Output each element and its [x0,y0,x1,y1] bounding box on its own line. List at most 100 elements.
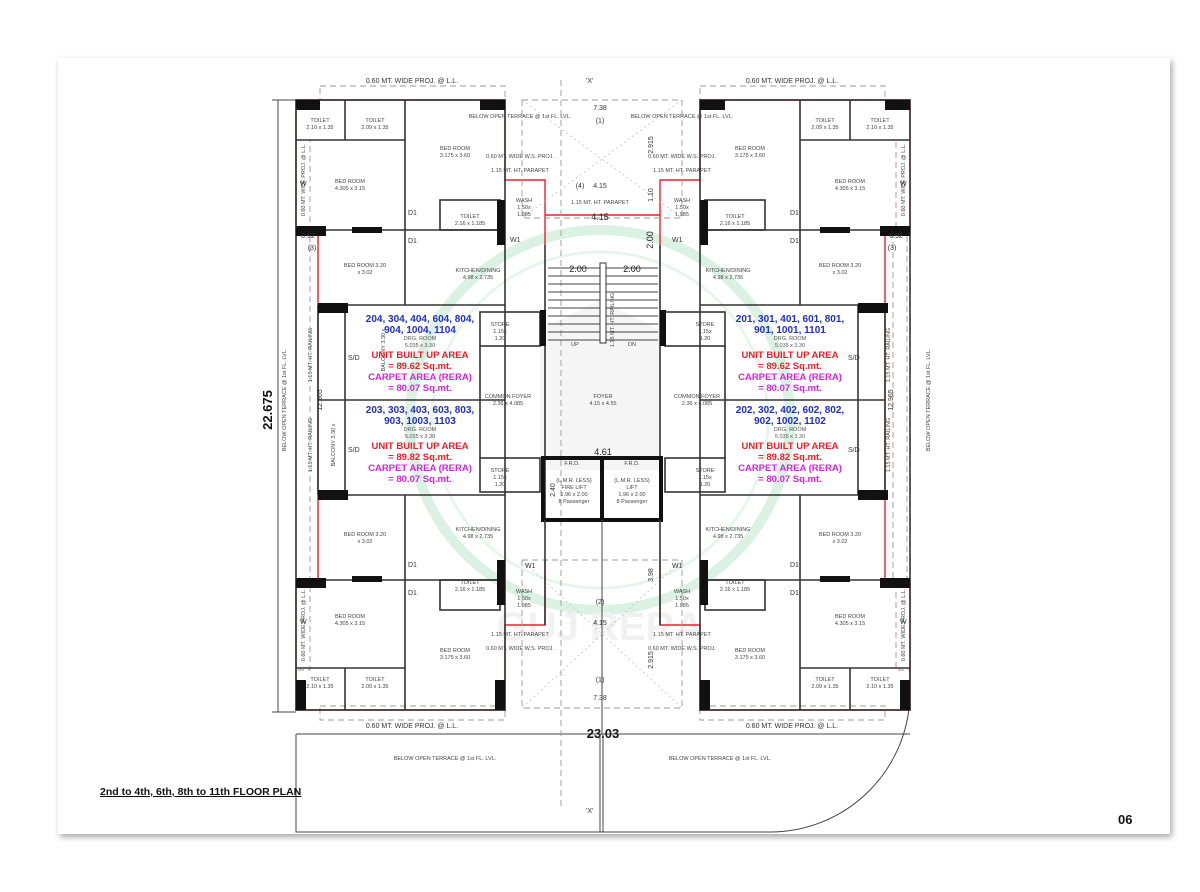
svg-text:1.50x: 1.50x [675,205,689,211]
carpet-label: CARPET AREA (RERA) [738,372,842,383]
room-size: 5.035 x 3.30 [774,343,806,349]
svg-text:1.20: 1.20 [700,482,711,488]
svg-text:WASH: WASH [674,198,690,204]
svg-text:1.985: 1.985 [675,603,689,609]
svg-text:DN: DN [628,342,636,348]
svg-text:W: W [900,619,907,626]
unit-numbers: 902, 1002, 1102 [754,416,826,427]
svg-text:BED ROOM 3.20: BED ROOM 3.20 [819,263,861,269]
svg-text:STORE: STORE [491,322,510,328]
svg-text:TOILET: TOILET [460,214,480,220]
svg-text:8 Passenger: 8 Passenger [617,499,648,505]
svg-text:0.60 MT. WIDE PROJ. @ L.L.: 0.60 MT. WIDE PROJ. @ L.L. [901,143,907,216]
svg-text:2.10 x 1.35: 2.10 x 1.35 [306,125,333,131]
svg-text:4.61: 4.61 [594,447,612,457]
overall-height-dim: 22.675 [260,390,275,430]
svg-text:1.15 MT. HT. RAILING: 1.15 MT. HT. RAILING [886,328,892,382]
svg-text:BED ROOM: BED ROOM [440,146,470,152]
svg-text:TOILET: TOILET [870,677,890,683]
svg-text:KITCHEN/DINING: KITCHEN/DINING [456,527,501,533]
svg-text:4.305 x 3.15: 4.305 x 3.15 [335,621,365,627]
right-wing-walls [699,99,911,711]
svg-text:2.36 x 4.085: 2.36 x 4.085 [493,401,523,407]
svg-text:W1: W1 [672,237,683,244]
svg-text:TOILET: TOILET [725,580,745,586]
svg-text:TOILET: TOILET [365,118,385,124]
svg-text:BELOW OPEN TERRACE @ 1st FL. L: BELOW OPEN TERRACE @ 1st FL. LVL. [926,348,932,451]
svg-text:(4): (4) [576,183,585,190]
svg-text:12.965: 12.965 [317,389,324,411]
svg-text:2.36 x 4.085: 2.36 x 4.085 [682,401,712,407]
svg-text:2.10 x 1.35: 2.10 x 1.35 [306,684,333,690]
svg-text:KITCHEN/DINING: KITCHEN/DINING [706,268,751,274]
builtup-label: UNIT BUILT UP AREA [371,441,469,452]
svg-text:BED ROOM 3.20: BED ROOM 3.20 [344,532,386,538]
room-name: DRG. ROOM [773,336,807,342]
svg-text:BED ROOM: BED ROOM [735,648,765,654]
svg-text:0.60 MT. WIDE PROJ. @ L.L.: 0.60 MT. WIDE PROJ. @ L.L. [366,78,458,85]
svg-text:TOILET: TOILET [870,118,890,124]
svg-text:2.10 x 1.35: 2.10 x 1.35 [866,684,893,690]
room-name: DRG. ROOM [403,336,437,342]
svg-text:4.98 x 2.735: 4.98 x 2.735 [713,534,743,540]
svg-text:3.175 x 3.60: 3.175 x 3.60 [735,153,765,159]
svg-text:0.60 MT. WIDE PROJ. @ L.L.: 0.60 MT. WIDE PROJ. @ L.L. [746,78,838,85]
svg-text:WASH: WASH [516,198,532,204]
columns [296,100,910,710]
svg-text:WASH: WASH [674,589,690,595]
svg-text:2.10 x 1.35: 2.10 x 1.35 [866,125,893,131]
svg-text:2.00: 2.00 [569,264,587,274]
room-name: DRG. ROOM [403,427,437,433]
svg-text:LIFT: LIFT [626,485,638,491]
svg-text:(3): (3) [308,245,317,252]
unit-block-bottom-right: 202, 302, 402, 602, 802, 902, 1002, 1102… [730,405,850,485]
carpet-label: CARPET AREA (RERA) [368,372,472,383]
svg-text:1.15 MT. HT. PARAPET: 1.15 MT. HT. PARAPET [491,632,549,638]
svg-text:FIRE LIFT: FIRE LIFT [561,485,587,491]
svg-text:2.16 x 1.185: 2.16 x 1.185 [720,221,750,227]
unit-block-bottom-left: 203, 303, 403, 603, 803, 903, 1003, 1103… [360,405,480,485]
svg-text:1.50x: 1.50x [517,205,531,211]
svg-text:8 Passenger: 8 Passenger [559,499,590,505]
svg-text:2.16 x 1.185: 2.16 x 1.185 [720,587,750,593]
room-size: 5.035 x 3.30 [774,434,806,440]
svg-text:2.09 x 1.35: 2.09 x 1.35 [811,684,838,690]
svg-text:(1): (1) [596,677,605,684]
svg-text:COMMON FOYER: COMMON FOYER [674,394,720,400]
svg-text:1.15x: 1.15x [698,329,712,335]
svg-text:1.15 MT. HT. PARAPET: 1.15 MT. HT. PARAPET [491,168,549,174]
page-number: 06 [1118,812,1133,827]
svg-text:BELOW OPEN TERRACE @ 1st FL. L: BELOW OPEN TERRACE @ 1st FL. LVL. [469,114,572,120]
svg-text:BED ROOM: BED ROOM [835,614,865,620]
svg-text:'X': 'X' [586,78,593,85]
svg-text:KITCHEN/DINING: KITCHEN/DINING [456,268,501,274]
svg-text:1.15 MT. HT. RAILING: 1.15 MT. HT. RAILING [308,328,314,382]
svg-text:D1: D1 [408,590,417,597]
overall-width-dim: 23.03 [587,726,620,741]
svg-text:W: W [300,181,307,188]
svg-text:FOYER: FOYER [594,394,613,400]
svg-text:S/D: S/D [848,447,860,454]
svg-text:x 3.02: x 3.02 [358,539,373,545]
lift-labels: (L.M.R. LESS) FIRE LIFT 1.96 x 2.00 8 Pa… [556,461,650,505]
svg-text:1.985: 1.985 [517,212,531,218]
rera-watermark: GUJ RERA [405,225,795,649]
svg-text:2.00: 2.00 [623,264,641,274]
svg-text:STORE: STORE [491,468,510,474]
svg-text:12.965: 12.965 [888,389,895,411]
svg-text:TOILET: TOILET [365,677,385,683]
svg-text:1.20: 1.20 [700,336,711,342]
svg-text:STORE: STORE [696,322,715,328]
svg-text:TOILET: TOILET [725,214,745,220]
svg-text:1.15 MT. HT. RAILING: 1.15 MT. HT. RAILING [610,293,616,347]
svg-text:3.175 x 3.60: 3.175 x 3.60 [440,153,470,159]
svg-text:4.15: 4.15 [591,212,609,222]
svg-text:F.R.D.: F.R.D. [564,461,580,467]
builtup-value: = 89.82 Sq.mt. [388,452,452,463]
builtup-label: UNIT BUILT UP AREA [741,350,839,361]
carpet-label: CARPET AREA (RERA) [738,463,842,474]
svg-text:STORE: STORE [696,468,715,474]
svg-text:WASH: WASH [516,589,532,595]
unit-numbers: 202, 302, 402, 602, 802, [735,405,845,416]
svg-text:0.60 MT. WIDE W.S. PROJ.: 0.60 MT. WIDE W.S. PROJ. [486,646,554,652]
